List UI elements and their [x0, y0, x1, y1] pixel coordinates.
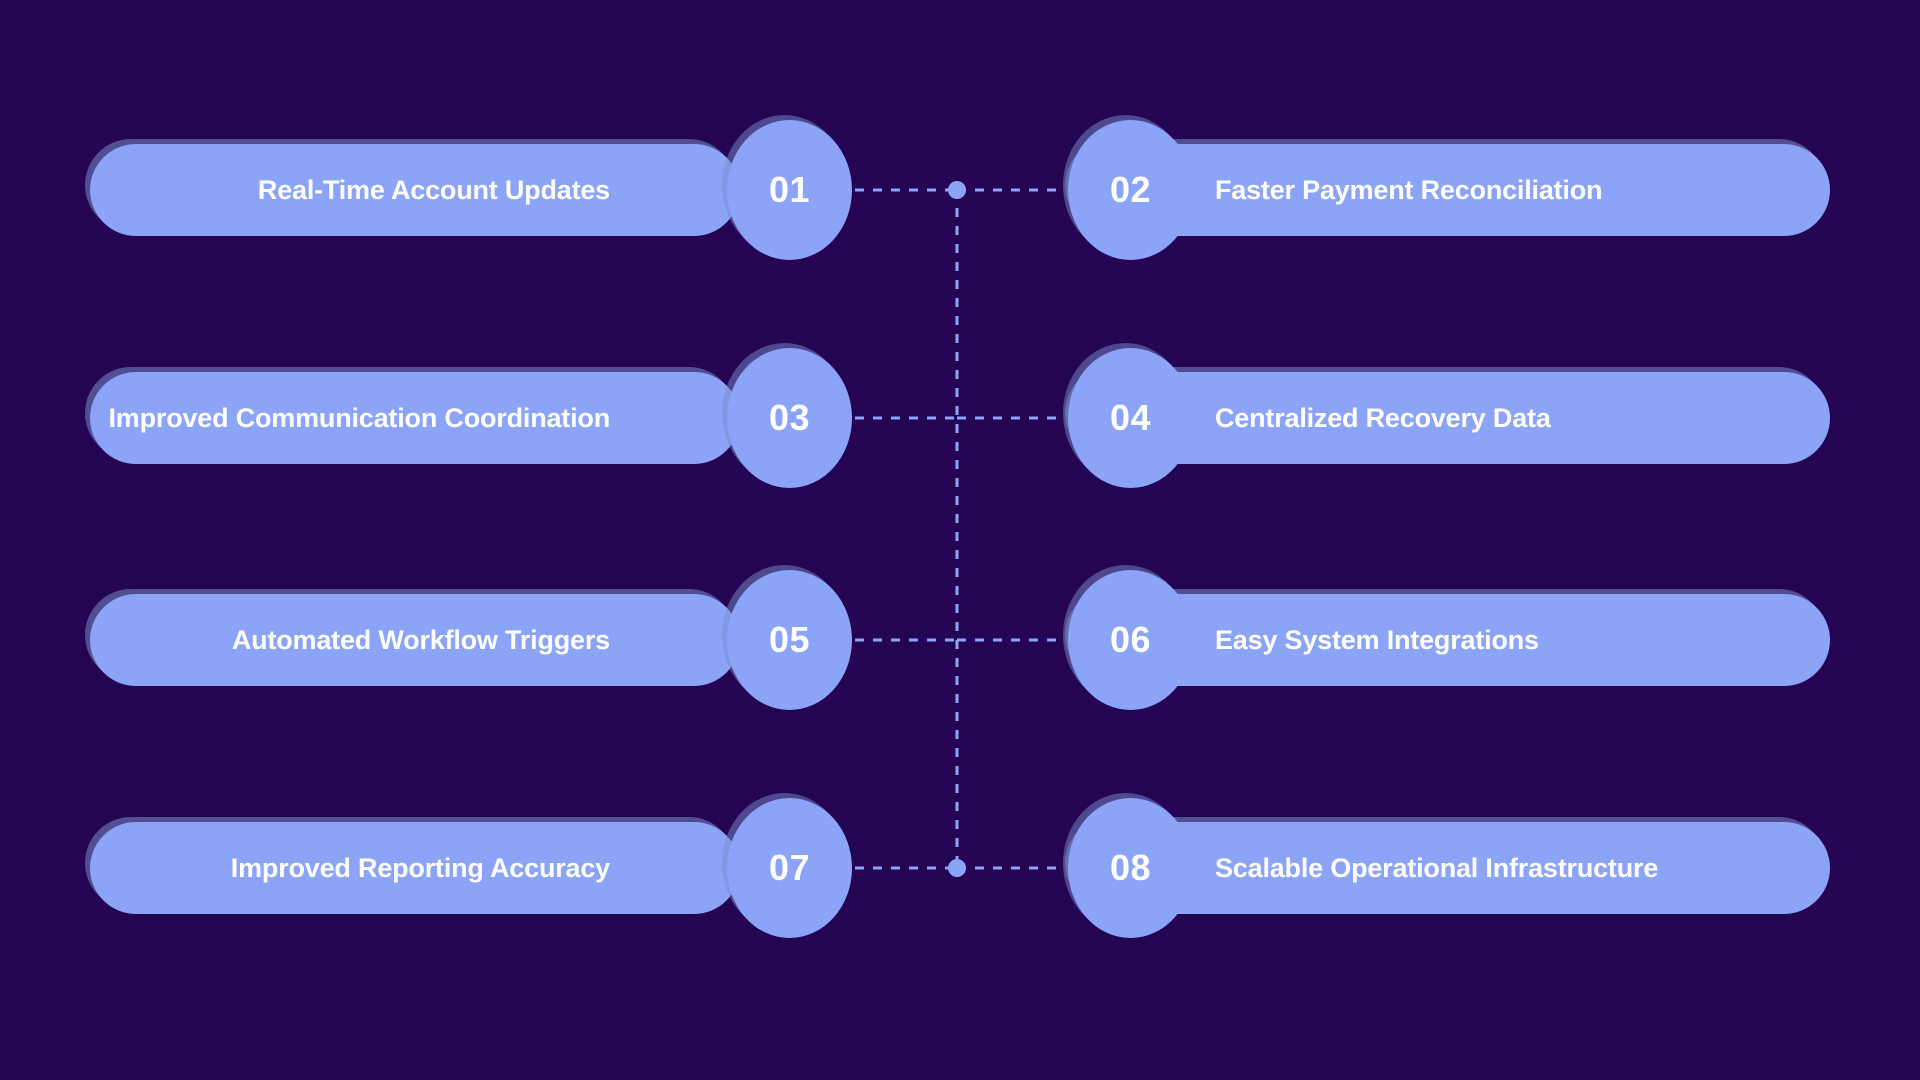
item-label-01: Real-Time Account Updates — [257, 174, 610, 205]
item-badge-05[interactable]: 05 — [727, 570, 852, 710]
item-card-03[interactable]: Improved Communication Coordination — [90, 372, 740, 464]
diagram-row: Real-Time Account Updates 01 Faster Paym… — [0, 100, 1920, 280]
item-number-03: 03 — [768, 397, 811, 438]
item-badge-06[interactable]: 06 — [1068, 570, 1193, 710]
item-label-05: Automated Workflow Triggers — [231, 624, 610, 655]
item-label-07: Improved Reporting Accuracy — [230, 852, 610, 883]
item-number-01: 01 — [768, 169, 811, 210]
item-label-03: Improved Communication Coordination — [108, 402, 610, 433]
item-card-02[interactable]: Faster Payment Reconciliation — [1070, 144, 1830, 236]
item-card-06[interactable]: Easy System Integrations — [1070, 594, 1830, 686]
item-number-05: 05 — [768, 619, 811, 660]
item-number-08: 08 — [1109, 847, 1152, 888]
item-card-04[interactable]: Centralized Recovery Data — [1070, 372, 1830, 464]
item-label-08: Scalable Operational Infrastructure — [1215, 852, 1659, 883]
item-number-04: 04 — [1109, 397, 1152, 438]
item-label-04: Centralized Recovery Data — [1215, 402, 1551, 433]
item-card-07[interactable]: Improved Reporting Accuracy — [90, 822, 740, 914]
item-number-07: 07 — [768, 847, 811, 888]
item-number-06: 06 — [1109, 619, 1152, 660]
item-label-06: Easy System Integrations — [1215, 624, 1539, 655]
item-badge-04[interactable]: 04 — [1068, 348, 1193, 488]
item-card-01[interactable]: Real-Time Account Updates — [90, 144, 740, 236]
item-card-08[interactable]: Scalable Operational Infrastructure — [1070, 822, 1830, 914]
item-card-05[interactable]: Automated Workflow Triggers — [90, 594, 740, 686]
item-badge-01[interactable]: 01 — [727, 120, 852, 260]
item-badge-03[interactable]: 03 — [727, 348, 852, 488]
item-label-02: Faster Payment Reconciliation — [1215, 174, 1603, 205]
diagram-row: Improved Reporting Accuracy 07 Scalable … — [0, 778, 1920, 958]
item-badge-08[interactable]: 08 — [1068, 798, 1193, 938]
item-badge-02[interactable]: 02 — [1068, 120, 1193, 260]
item-number-02: 02 — [1109, 169, 1152, 210]
diagram-row: Improved Communication Coordination 03 C… — [0, 328, 1920, 508]
item-badge-07[interactable]: 07 — [727, 798, 852, 938]
diagram-row: Automated Workflow Triggers 05 Easy Syst… — [0, 550, 1920, 730]
